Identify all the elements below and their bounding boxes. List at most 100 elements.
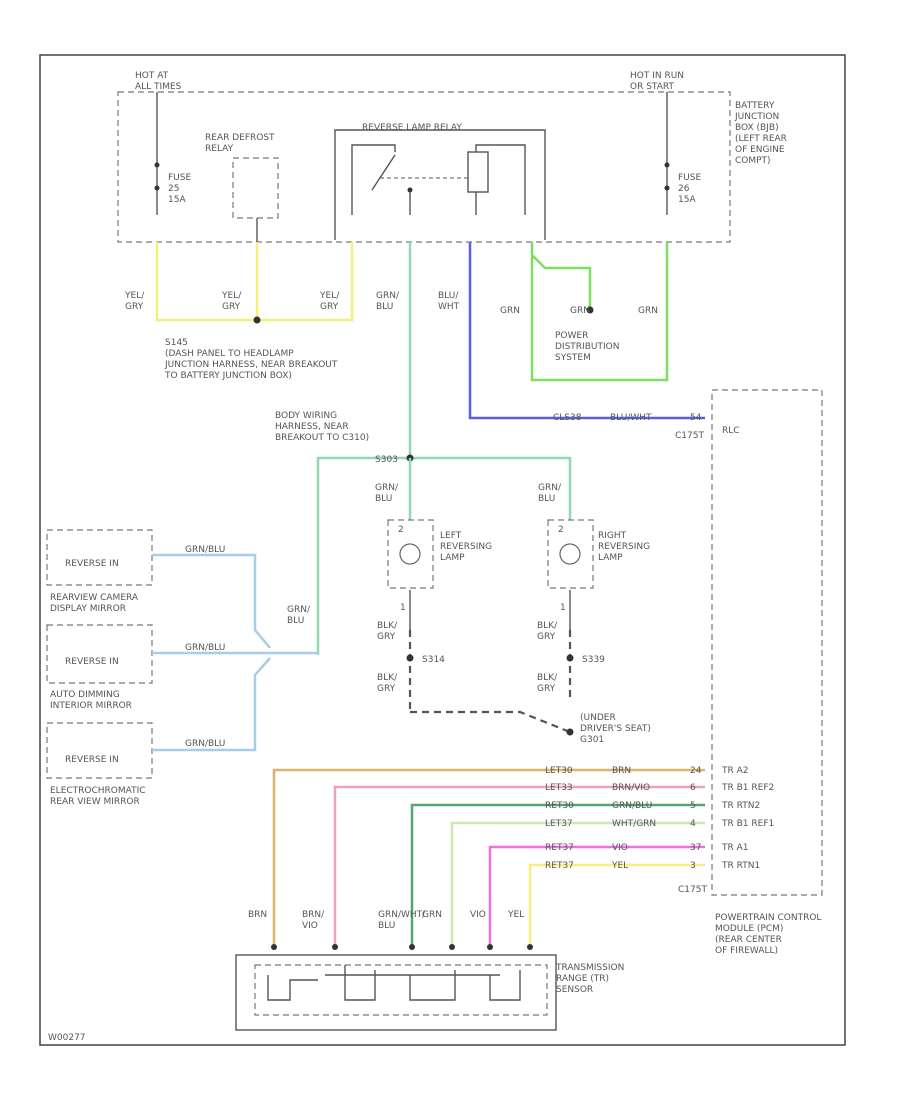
splice-s339-label: S339 (582, 655, 605, 665)
blu-wire-code-2: BLU/WHT (610, 413, 652, 423)
tr-sensor-pin (527, 944, 533, 950)
wire-label-grn-3: GRN (638, 306, 658, 316)
tr-sensor-pin (332, 944, 338, 950)
tr-circuit-code: RET30 (545, 801, 574, 811)
tr-sensor-pin (271, 944, 277, 950)
yellow-gray-wires: YEL/GRY YEL/GRY YEL/GRY S145(DASH PANEL … (124, 242, 354, 381)
blue-white-wire: BLU/WHT CLS38 BLU/WHT 54 C175T (438, 242, 705, 441)
tr-circuit-wire (528, 863, 705, 945)
svg-text:GRN/BLU: GRN/BLU (375, 483, 399, 504)
tr-circuit-color: WHT/GRN (612, 819, 656, 829)
tr-circuit-wire (450, 821, 705, 945)
tr-circuit-color: VIO (612, 843, 628, 853)
tr-circuit-pin: 24 (690, 766, 702, 776)
tr-circuit-color: BRN (612, 766, 631, 776)
wire-label-yel-gry-3: YEL/GRY (319, 291, 340, 312)
tr-circuit-code: RET37 (545, 843, 574, 853)
left-lamp-wire-bot2: BLK/GRY (377, 673, 398, 694)
diagram-frame (39, 54, 846, 1046)
c175t-top-label: C175T (675, 431, 704, 441)
rear-defrost-relay (232, 157, 279, 219)
tr-circuit-wire (333, 785, 705, 945)
tr-circuit-pcm-pin: TR B1 REF1 (721, 819, 774, 829)
tr-bottom-wire-label: GRN/WHT/BLU (378, 910, 426, 931)
wire-label-blu-wht: BLU/WHT (438, 291, 460, 312)
tr-circuit-code: LET37 (545, 819, 573, 829)
tr-sensor-pin (487, 944, 493, 950)
mirror-wire-label-1: GRN/BLU (185, 545, 225, 555)
splice-s145 (253, 316, 261, 324)
tr-circuit-color: YEL (611, 861, 628, 871)
tr-bottom-wire-label: BRN (248, 910, 267, 920)
tr-circuit-pcm-pin: TR A2 (721, 766, 749, 776)
tr-circuit-code: LET33 (545, 783, 573, 793)
wire-label-grn-1: GRN (500, 306, 520, 316)
tr-circuit-pcm-pin: TR A1 (721, 843, 749, 853)
splice-s339 (566, 654, 574, 662)
right-lamp-pin-top: 2 (558, 525, 564, 535)
tr-circuit-pin: 37 (690, 843, 701, 853)
tr-bottom-wire-label: VIO (470, 910, 486, 920)
tr-bottom-wire-label: BRN/VIO (302, 910, 325, 931)
tr-circuit-code: RET37 (545, 861, 574, 871)
tr-circuit-wire (272, 768, 705, 945)
right-lamp-wire-bot2: BLK/GRY (537, 673, 558, 694)
tr-bottom-wire-label: GRN (422, 910, 442, 920)
tr-circuit-color: BRN/VIO (612, 783, 650, 793)
mirror-wire-label-3: GRN/BLU (185, 739, 225, 749)
wire-label-grn-blu-top: GRN/BLU (376, 291, 400, 312)
right-lamp-wire-bot1: BLK/GRY (537, 621, 558, 642)
wire-label-yel-gry-1: YEL/GRY (124, 291, 145, 312)
left-lamp-wire-bot1: BLK/GRY (377, 621, 398, 642)
left-lamp-pin-bot: 1 (400, 603, 406, 613)
pcm-box (711, 389, 823, 896)
blu-wire-code-1: CLS38 (553, 413, 582, 423)
mirror-3-pin: REVERSE IN (65, 755, 119, 765)
svg-text:GRN/BLU: GRN/BLU (538, 483, 562, 504)
mirror-merge-wire-label: GRN/BLU (287, 605, 311, 626)
tr-circuit-pin: 3 (690, 861, 696, 871)
mirror-2-pin: REVERSE IN (65, 657, 119, 667)
footer-code: W00277 (48, 1033, 86, 1043)
tr-circuit-wire (410, 803, 705, 945)
pcm-pin-rlc: RLC (722, 426, 740, 436)
tr-circuit-pcm-pin: TR RTN2 (721, 801, 760, 811)
blu-wire-code-3: 54 (690, 413, 702, 423)
tr-circuit-pin: 5 (690, 801, 696, 811)
relay-coil (467, 151, 489, 193)
tr-circuit-pin: 6 (690, 783, 696, 793)
splice-s303-label: S303 (375, 455, 398, 465)
tr-sensor-pin (449, 944, 455, 950)
tr-circuit-code: LET30 (545, 766, 573, 776)
wire-label-yel-gry-2: YEL/GRY (221, 291, 242, 312)
tr-circuit-wire (488, 845, 705, 945)
left-lamp-pin-top: 2 (398, 525, 404, 535)
mirror-1-pin: REVERSE IN (65, 559, 119, 569)
wire-label-grn-2: GRN (570, 306, 590, 316)
